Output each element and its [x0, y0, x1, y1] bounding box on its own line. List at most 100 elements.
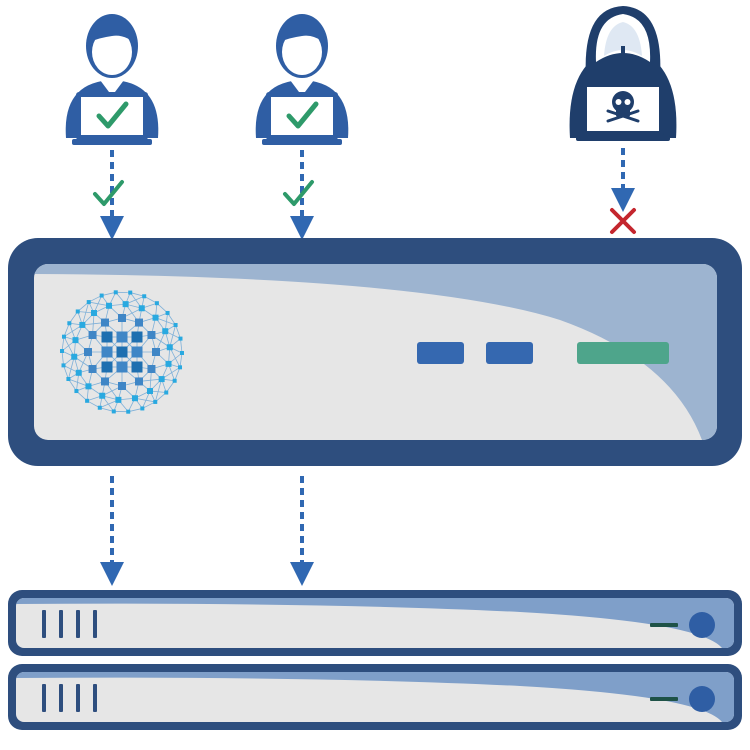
- mesh-node: [91, 310, 98, 317]
- mesh-link: [161, 366, 181, 380]
- mesh-link: [155, 317, 176, 326]
- mesh-node: [88, 331, 97, 339]
- mesh-link: [169, 347, 181, 368]
- mesh-node: [179, 351, 184, 356]
- arrow-user-2-to-gateway: [283, 150, 314, 240]
- mesh-node: [71, 353, 78, 360]
- mesh-node: [115, 396, 122, 403]
- mesh-node: [88, 365, 97, 373]
- mesh-node: [61, 363, 66, 368]
- mesh-node: [146, 387, 153, 394]
- mesh-node: [162, 328, 169, 335]
- indicator-button-1: [417, 342, 464, 364]
- mesh-link: [144, 295, 158, 304]
- arrow-user-1-to-gateway: [93, 150, 124, 240]
- mesh-link: [174, 367, 181, 381]
- mesh-link: [175, 324, 181, 339]
- mesh-node: [101, 361, 113, 373]
- mesh-link: [63, 324, 83, 338]
- mesh-link: [128, 408, 143, 413]
- vent-slots: [42, 610, 97, 638]
- mesh-node: [72, 337, 79, 344]
- check-icon: [283, 180, 314, 206]
- server-1: [8, 590, 742, 656]
- mesh-link: [134, 397, 156, 403]
- mesh-node: [138, 305, 145, 312]
- mesh-link: [81, 301, 90, 326]
- indicator-bar: [577, 342, 669, 364]
- mesh-node: [173, 323, 178, 328]
- mesh-node: [118, 382, 126, 390]
- power-led: [689, 686, 715, 712]
- mesh-link: [88, 301, 110, 307]
- mesh-node: [99, 392, 106, 399]
- mesh-node: [85, 398, 90, 403]
- mesh-node: [74, 389, 79, 394]
- mesh-link: [68, 378, 89, 387]
- mesh-node: [97, 405, 102, 410]
- mesh-node: [111, 409, 116, 414]
- mesh-link: [61, 336, 65, 352]
- attacker: [569, 6, 677, 141]
- mesh-link: [154, 378, 163, 403]
- check-icon: [286, 101, 319, 129]
- mesh-link: [68, 378, 77, 392]
- arrow-attacker-blocked: [610, 148, 636, 234]
- mesh-link: [68, 356, 75, 380]
- mesh-node: [101, 331, 113, 343]
- mesh-link: [63, 323, 70, 337]
- network-mesh-icon: [60, 290, 184, 414]
- mesh-link: [99, 407, 114, 412]
- mesh-node: [154, 301, 159, 306]
- mesh-node: [118, 314, 126, 322]
- mesh-node: [131, 331, 143, 343]
- mesh-node: [60, 348, 65, 353]
- mesh-link: [86, 400, 100, 409]
- mesh-node: [165, 360, 172, 367]
- mesh-node: [116, 331, 128, 343]
- mesh-node: [101, 346, 113, 358]
- mesh-link: [99, 399, 119, 409]
- mesh-link: [88, 295, 102, 303]
- mesh-link: [63, 365, 69, 380]
- mesh-node: [126, 409, 131, 414]
- laptop-icon: [262, 92, 342, 145]
- mesh-node: [131, 346, 143, 358]
- mesh-node: [147, 331, 156, 339]
- mesh-link: [142, 401, 156, 409]
- mesh-node: [131, 395, 138, 402]
- mesh-node: [178, 365, 183, 370]
- mesh-node: [67, 321, 72, 326]
- mesh-node: [152, 348, 160, 356]
- mesh-link: [61, 350, 64, 366]
- mesh-node: [158, 376, 165, 383]
- cross-icon: [610, 208, 636, 234]
- mesh-node: [128, 290, 133, 295]
- status-dash: [650, 697, 678, 701]
- mesh-node: [113, 290, 118, 295]
- mesh-node: [178, 336, 183, 341]
- mesh-node: [101, 318, 109, 327]
- mesh-node: [122, 301, 129, 308]
- mesh-node: [101, 377, 109, 386]
- mesh-node: [99, 293, 104, 298]
- check-icon: [93, 180, 124, 206]
- mesh-node: [147, 365, 156, 373]
- mesh-link: [76, 372, 80, 392]
- mesh-node: [116, 346, 128, 358]
- mesh-link: [63, 336, 75, 357]
- mesh-node: [164, 390, 169, 395]
- mesh-node: [135, 377, 143, 386]
- laptop-icon: [72, 92, 152, 145]
- mesh-node: [61, 334, 66, 339]
- mesh-link: [167, 312, 176, 326]
- mesh-link: [125, 295, 145, 305]
- server-2: [8, 664, 742, 730]
- mesh-link: [169, 324, 176, 348]
- mesh-link: [179, 352, 183, 368]
- mesh-node: [165, 310, 170, 315]
- mesh-node: [172, 378, 177, 383]
- mesh-node: [166, 344, 173, 351]
- mesh-node: [85, 383, 92, 390]
- skull-icon: [606, 91, 640, 123]
